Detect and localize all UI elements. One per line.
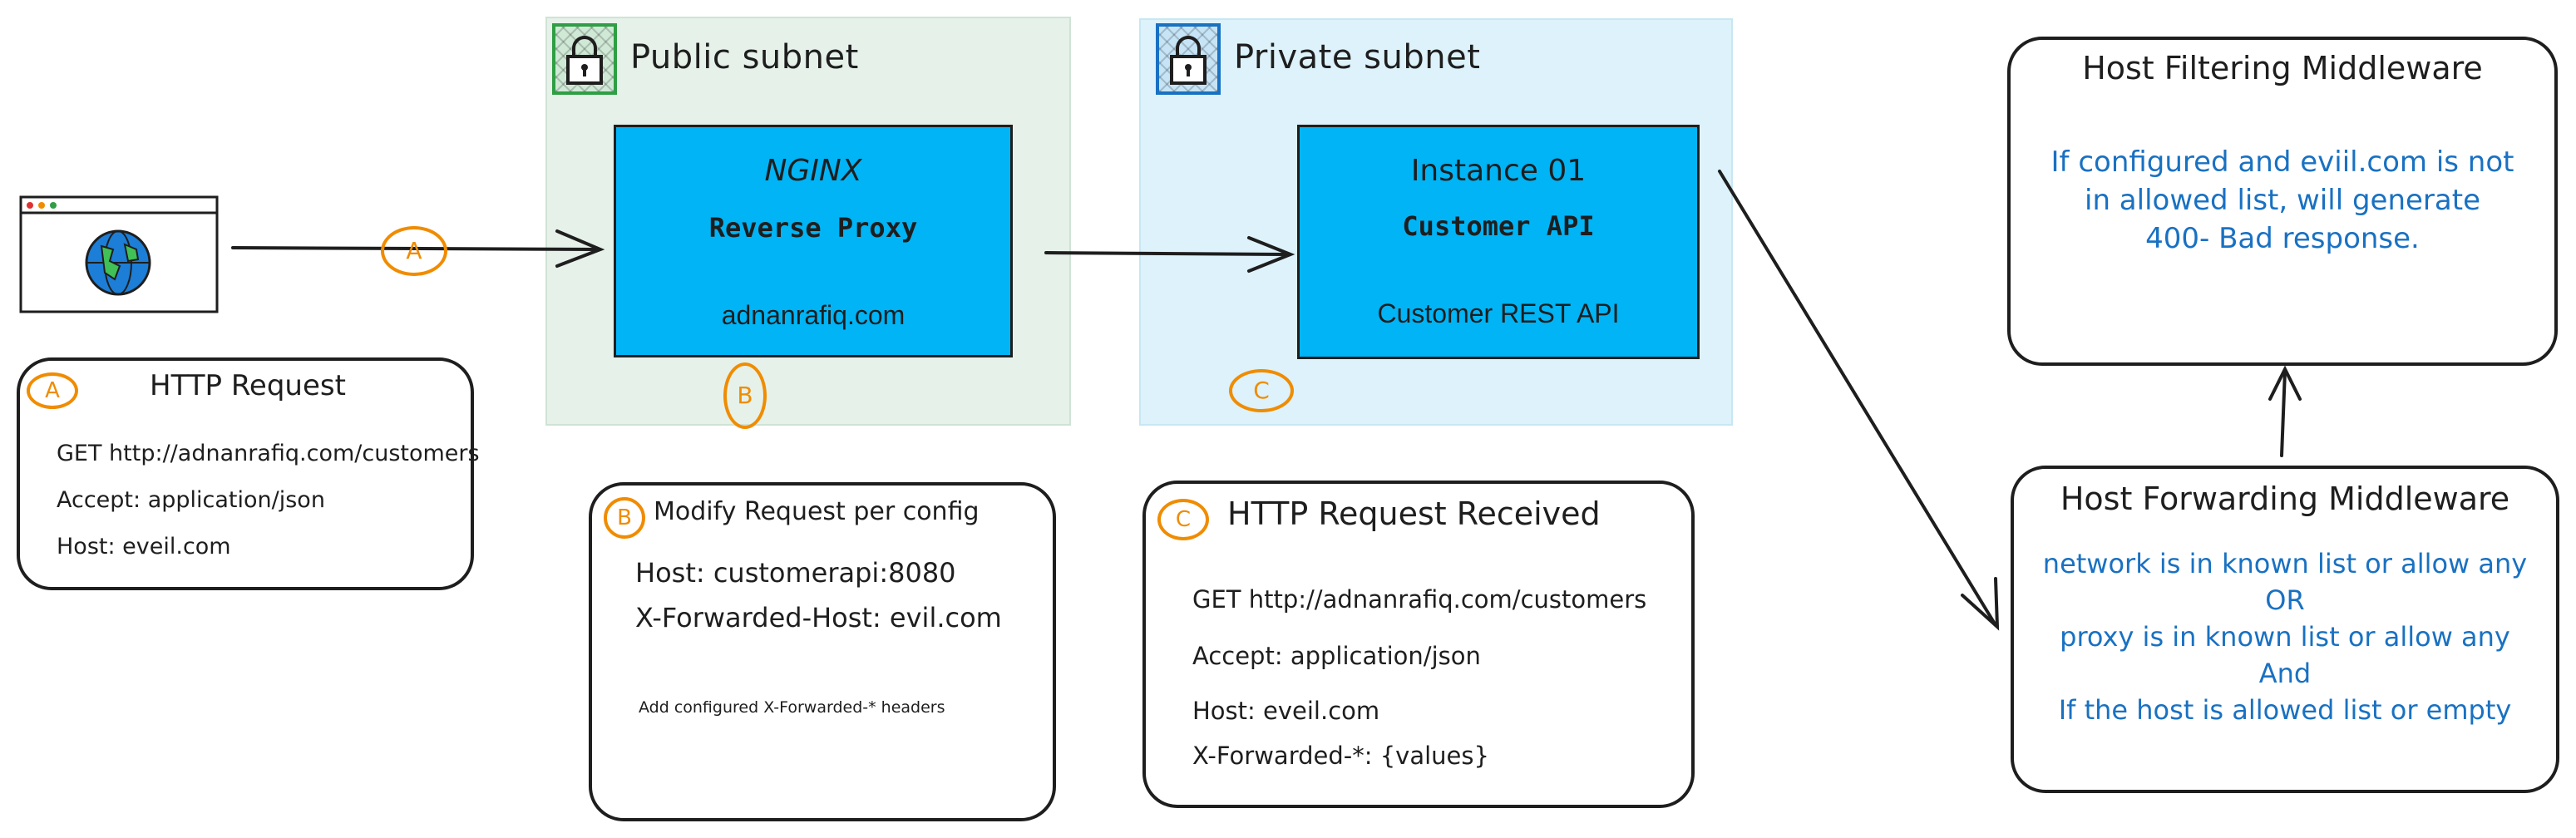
note-title: HTTP Request xyxy=(150,369,346,402)
lock-icon xyxy=(1156,23,1221,95)
service-role: Customer API xyxy=(1402,210,1595,242)
note-line: X-Forwarded-Host: evil.com xyxy=(635,602,1002,633)
body-line: 400- Bad response. xyxy=(2145,222,2420,255)
marker-a: A xyxy=(27,372,78,409)
body-line: in allowed list, will generate xyxy=(2085,184,2480,217)
note-line: Host: eveil.com xyxy=(1192,697,1380,725)
service-name: NGINX xyxy=(764,154,862,188)
arrow-instance-to-forwarding xyxy=(1718,170,1997,627)
box-title: Host Forwarding Middleware xyxy=(2060,481,2510,517)
arrowhead xyxy=(1247,236,1295,273)
note-line: GET http://adnanrafiq.com/customers xyxy=(57,441,480,466)
note-line: GET http://adnanrafiq.com/customers xyxy=(1192,585,1647,614)
lock-icon xyxy=(552,23,617,95)
note-line: X-Forwarded-*: {values} xyxy=(1192,742,1489,770)
note-title: HTTP Request Received xyxy=(1227,495,1601,532)
public-subnet-title: Public subnet xyxy=(630,38,859,76)
note-line: Accept: application/json xyxy=(57,487,325,513)
arrowhead xyxy=(555,229,605,268)
arrowhead xyxy=(1961,577,2000,631)
note-line: Accept: application/json xyxy=(1192,642,1481,670)
box-body: If configured and eviil.com is not in al… xyxy=(2011,143,2554,258)
instance-service-box: Instance 01 Customer API Customer REST A… xyxy=(1297,125,1700,359)
body-line: And xyxy=(2258,658,2312,689)
box-title: Host Filtering Middleware xyxy=(2082,50,2483,86)
arrow-nginx-to-instance xyxy=(1044,251,1290,256)
body-line: OR xyxy=(2265,584,2305,616)
service-name: Instance 01 xyxy=(1410,154,1587,188)
arrowhead xyxy=(2268,365,2302,401)
body-line: network is in known list or allow any xyxy=(2042,548,2528,579)
marker-c: C xyxy=(1229,369,1294,412)
service-role: Reverse Proxy xyxy=(708,212,918,244)
marker-c: C xyxy=(1157,499,1209,540)
marker-a: A xyxy=(381,226,447,276)
note-title: Modify Request per config xyxy=(654,497,980,526)
request-received-note: C HTTP Request Received GET http://adnan… xyxy=(1142,481,1695,808)
service-host: adnanrafiq.com xyxy=(721,300,906,330)
host-filtering-middleware-box: Host Filtering Middleware If configured … xyxy=(2007,37,2558,366)
modify-request-note: B Modify Request per config Host: custom… xyxy=(589,482,1056,821)
service-detail: Customer REST API xyxy=(1377,298,1620,328)
nginx-service-box: NGINX Reverse Proxy adnanrafiq.com xyxy=(614,125,1013,357)
note-line: Host: eveil.com xyxy=(57,534,231,559)
body-line: proxy is in known list or allow any xyxy=(2060,621,2510,653)
private-subnet-title: Private subnet xyxy=(1234,38,1481,76)
host-forwarding-middleware-box: Host Forwarding Middleware network is in… xyxy=(2011,466,2559,793)
marker-b: B xyxy=(723,362,767,429)
body-line: If configured and eviil.com is not xyxy=(2050,145,2514,179)
browser-globe-icon xyxy=(18,195,220,316)
note-line: Host: customerapi:8080 xyxy=(635,557,956,589)
arrow-forwarding-to-filtering xyxy=(2280,369,2287,457)
note-footnote: Add configured X-Forwarded-* headers xyxy=(639,698,945,717)
http-request-note: A HTTP Request GET http://adnanrafiq.com… xyxy=(17,357,480,590)
body-line: If the host is allowed list or empty xyxy=(2058,694,2512,726)
box-body: network is in known list or allow any OR… xyxy=(2014,545,2556,728)
marker-b: B xyxy=(604,497,645,539)
